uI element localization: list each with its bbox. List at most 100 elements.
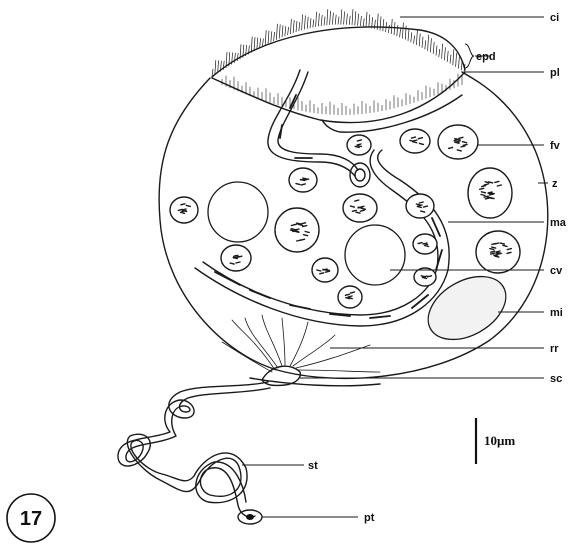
cilium (321, 15, 322, 26)
cilium (369, 15, 370, 28)
cilium (260, 38, 261, 48)
cilium (324, 17, 325, 26)
cilium (458, 57, 459, 69)
cilium (223, 61, 224, 70)
food-vacuole (347, 135, 371, 155)
label-z: z (552, 178, 558, 190)
cilium (307, 17, 308, 29)
label-epd: epd (476, 51, 496, 63)
cilium (422, 37, 423, 48)
cilium (442, 44, 443, 59)
cilium (411, 32, 412, 42)
cilium (251, 37, 252, 53)
food-vacuole (221, 245, 251, 271)
food-vacuole (312, 258, 338, 282)
peristome (212, 9, 465, 132)
cilium (408, 29, 409, 41)
cilium (450, 55, 451, 64)
cilium (453, 49, 454, 65)
cilium (394, 22, 395, 35)
cilium (330, 11, 331, 25)
cilium (388, 25, 389, 33)
cilium (293, 20, 294, 33)
label-fv: fv (550, 140, 561, 152)
food-vacuole (413, 234, 437, 254)
label-ci: ci (550, 12, 559, 24)
cilium (237, 53, 238, 61)
food-vacuole (476, 231, 520, 273)
cilium (391, 19, 392, 34)
cilium (346, 14, 347, 25)
cilium (428, 35, 429, 51)
cilium (268, 31, 269, 44)
cilium (332, 13, 333, 25)
food-vacuole (289, 168, 317, 192)
cilium (430, 38, 431, 52)
vestibule (350, 163, 370, 187)
cilium (436, 46, 437, 56)
cilium (419, 33, 420, 46)
cilium (215, 60, 216, 75)
cilium (257, 38, 258, 50)
cilium (274, 32, 275, 41)
label-sc: sc (550, 373, 562, 385)
cilium (380, 16, 381, 30)
food-vacuole (343, 194, 377, 222)
figure-number: 17 (7, 494, 55, 542)
cilium (232, 53, 233, 65)
scale-bar-label: 10μm (484, 433, 515, 448)
cilium (363, 18, 364, 26)
cilium (355, 11, 356, 25)
cilium (318, 13, 319, 26)
cilium (338, 17, 339, 25)
food-vacuole (468, 168, 512, 218)
cilium (304, 16, 305, 30)
cilium (358, 14, 359, 26)
food-vacuole (170, 197, 198, 223)
rootlet-fibres (222, 315, 380, 372)
cilium (310, 18, 311, 28)
label-mi: mi (550, 307, 563, 319)
label-st: st (308, 460, 318, 472)
cilium (456, 53, 457, 67)
cilium (386, 22, 387, 32)
contractile-vacuole (345, 225, 405, 285)
cilium (344, 12, 345, 25)
label-ma: ma (550, 217, 567, 229)
cilium (433, 42, 434, 54)
food-vacuole (338, 286, 362, 308)
food-vacuole (275, 208, 319, 252)
cilium (360, 16, 361, 26)
cilium (416, 30, 417, 45)
cilium (313, 19, 314, 27)
cilium (447, 51, 448, 62)
cilium (397, 25, 398, 36)
label-pt: pt (364, 512, 375, 524)
cilium (296, 21, 297, 32)
cilium (316, 12, 317, 27)
cilium (341, 10, 342, 25)
cilium (282, 25, 283, 37)
cilium (271, 31, 272, 42)
food-vacuole (438, 125, 478, 159)
cilium (414, 36, 415, 44)
terminal-disc (238, 510, 262, 524)
cilium (366, 12, 367, 27)
cilium (352, 9, 353, 25)
cilium (279, 25, 280, 39)
scale-bar: 10μm (476, 418, 515, 464)
cilium (276, 24, 277, 40)
cilia (212, 9, 465, 115)
cilium (335, 15, 336, 25)
cilium (400, 28, 401, 37)
cilium (439, 49, 440, 57)
cilium (349, 16, 350, 25)
cilium (302, 14, 303, 30)
figure-number-text: 17 (20, 508, 42, 530)
cilium (327, 9, 328, 25)
cilium (262, 39, 263, 47)
cilium (265, 30, 266, 45)
cilium (461, 60, 462, 70)
food-vacuole (414, 268, 436, 286)
